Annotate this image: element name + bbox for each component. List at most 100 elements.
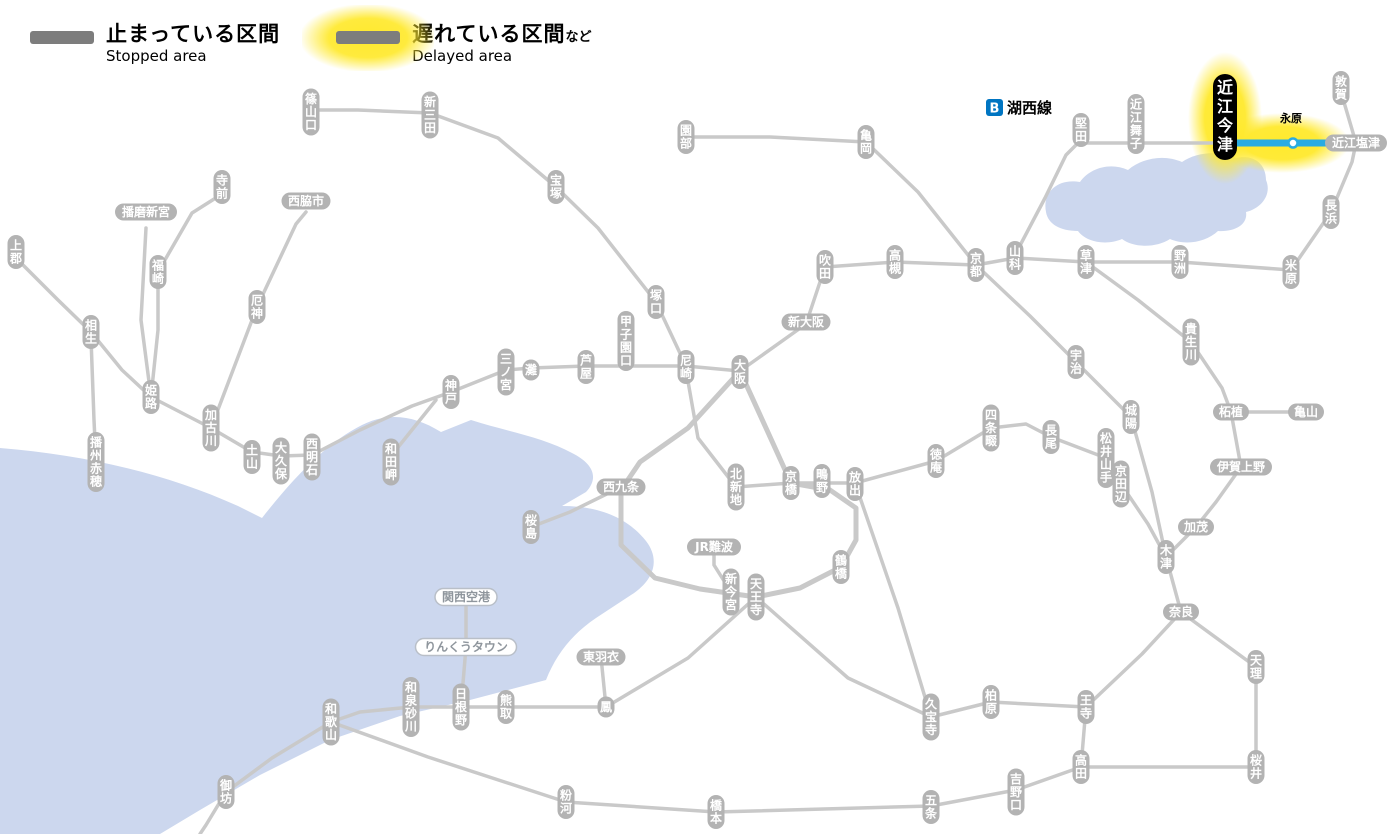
station-capsule — [248, 290, 266, 324]
station-node: 鳳 — [597, 696, 615, 718]
station-label: 熊取 — [500, 693, 512, 721]
station-capsule — [1072, 113, 1090, 147]
station-label: 桜井 — [1250, 753, 1262, 781]
station-node: 京都 — [967, 248, 985, 282]
station-node: 城陽 — [1122, 400, 1140, 434]
station-node: 亀山 — [1288, 403, 1324, 421]
station-label: 山科 — [1009, 244, 1021, 272]
station-label: りんくうタウン — [424, 640, 508, 654]
station-node: 東羽衣 — [576, 648, 626, 666]
station-node: JR難波 — [687, 538, 741, 556]
delayed-area-sublabel: Delayed area — [412, 46, 513, 65]
station-label: 米原 — [1285, 258, 1298, 286]
station-label: 近江塩津 — [1332, 135, 1380, 150]
delayed-area-label-suffix: など — [565, 30, 592, 45]
station-capsule — [557, 785, 575, 819]
legend: 止まっている区間 Stopped area 遅れている区間など Delayed … — [30, 5, 592, 71]
station-label: 吉野口 — [1010, 771, 1022, 812]
station-node: 桜島 — [522, 510, 540, 544]
station-node: 日根野 — [452, 683, 470, 731]
station-capsule — [813, 464, 831, 498]
station-node: 高槻 — [886, 245, 904, 279]
station-label: 和田岬 — [384, 441, 397, 482]
rail-line — [618, 368, 859, 600]
station-label: 園部 — [680, 124, 692, 151]
station-node: 柘植 — [1213, 403, 1249, 421]
station-node: 野洲 — [1171, 245, 1189, 279]
rail-line — [1179, 610, 1258, 769]
station-node: 鶴橋 — [832, 550, 850, 584]
station-label: 大阪 — [734, 358, 747, 386]
station-node: 敦賀 — [1332, 71, 1350, 105]
station-node: 吉野口 — [1007, 768, 1025, 816]
station-capsule — [217, 775, 235, 809]
station-label: 神戸 — [445, 378, 457, 406]
rail-line — [1164, 410, 1243, 559]
station-label: 芦屋 — [580, 353, 592, 381]
station-capsule — [547, 170, 565, 204]
station-node: 久宝寺 — [922, 693, 940, 741]
station-label: 粉河 — [559, 788, 572, 816]
station-capsule — [522, 359, 540, 381]
station-node: 北新地 — [727, 463, 745, 511]
station-label: 放出 — [848, 470, 862, 498]
station-capsule — [731, 355, 749, 389]
station-node: 宝塚 — [547, 170, 565, 204]
station-capsule — [434, 587, 498, 607]
station-capsule — [1157, 540, 1175, 574]
station-node: 草津 — [1077, 245, 1095, 279]
delayed-area-label: 遅れている区間 — [412, 22, 566, 46]
station-label: 鶴橋 — [835, 553, 848, 581]
station-node: 新今宮 — [722, 568, 740, 616]
station-node: 灘 — [522, 359, 540, 381]
station-node: 西明石 — [303, 433, 321, 481]
station-label: 三ノ宮 — [500, 352, 512, 392]
station-node: 吹田 — [816, 250, 834, 284]
station-label: 東羽衣 — [583, 649, 619, 664]
station-node: 寺前 — [213, 170, 231, 204]
station-label: 京田辺 — [1115, 463, 1127, 504]
station-capsule — [115, 203, 177, 221]
line-badge-label: 湖西線 — [1007, 99, 1052, 117]
station-capsule — [1122, 400, 1140, 434]
station-label: 五条 — [924, 794, 938, 821]
legend-delayed-item: 遅れている区間など Delayed area — [302, 5, 592, 71]
station-node: 関西空港 — [434, 587, 498, 607]
station-label: 大久保 — [274, 440, 288, 481]
station-label: 加茂 — [1183, 519, 1208, 534]
station-node: 放出 — [846, 467, 864, 501]
station-capsule — [647, 285, 665, 319]
station-label: 天理 — [1250, 654, 1263, 681]
station-node: 徳庵 — [927, 444, 945, 478]
station-capsule — [281, 192, 331, 210]
station-label: 北新地 — [730, 466, 742, 507]
stopped-area-text: 止まっている区間 Stopped area — [106, 22, 280, 65]
station-capsule — [886, 245, 904, 279]
station-capsule — [1213, 403, 1249, 421]
line-badge-letter-box — [986, 99, 1003, 116]
station-node: 橋本 — [707, 795, 725, 829]
station-capsule — [82, 315, 100, 349]
station-node: 熊取 — [497, 690, 515, 724]
rail-line — [684, 368, 793, 489]
station-node: 大久保 — [272, 437, 290, 485]
station-capsule — [213, 170, 231, 204]
station-capsule — [677, 350, 695, 384]
station-capsule — [497, 690, 515, 724]
rail-line — [209, 210, 308, 430]
station-capsule — [816, 250, 834, 284]
station-node: 大阪 — [731, 355, 749, 389]
station-capsule — [302, 88, 320, 136]
station-capsule — [1097, 428, 1115, 488]
station-label: 土山 — [246, 443, 258, 471]
station-capsule — [149, 255, 167, 289]
station-capsule — [927, 444, 945, 478]
station-capsule — [272, 437, 290, 485]
station-node: 篠山口 — [302, 88, 320, 136]
station-node: 高田 — [1072, 750, 1090, 784]
station-node: 新三田 — [421, 91, 439, 139]
station-node: 播磨新宮 — [115, 203, 177, 221]
station-node: 塚口 — [647, 285, 665, 319]
